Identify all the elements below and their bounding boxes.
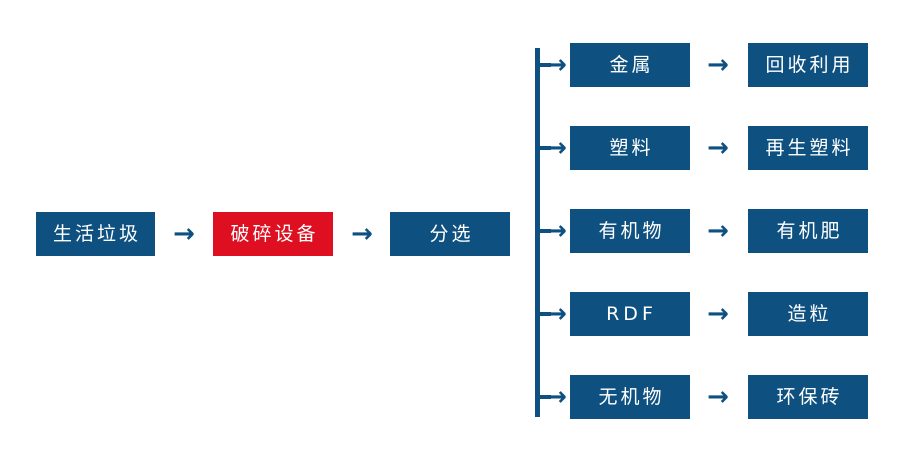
branch-stub [535, 63, 551, 67]
branch-row: → 金属 → 回收利用 [0, 43, 900, 87]
node-plastic[interactable]: 塑料 [570, 126, 690, 170]
node-organic-matter[interactable]: 有机物 [570, 209, 690, 253]
node-metal[interactable]: 金属 [570, 43, 690, 87]
node-eco-brick[interactable]: 环保砖 [748, 375, 868, 419]
arrow-right-icon: → [707, 133, 729, 163]
node-rdf[interactable]: RDF [570, 292, 690, 336]
node-recycling-reuse[interactable]: 回收利用 [748, 43, 868, 87]
branch-row: → RDF → 造粒 [0, 292, 900, 336]
branch-stub [535, 312, 551, 316]
node-crushing-equipment[interactable]: 破碎设备 [213, 212, 333, 256]
arrow-right-icon: → [707, 382, 729, 412]
branch-stub [535, 229, 551, 233]
node-organic-fertilizer[interactable]: 有机肥 [748, 209, 868, 253]
branch-row: → 有机物 → 有机肥 [0, 209, 900, 253]
branch-stub [535, 146, 551, 150]
branch-arrow-right-icon: → [545, 299, 567, 329]
arrow-right-icon: → [707, 299, 729, 329]
arrow-right-icon: → [173, 219, 195, 249]
branch-row: → 无机物 → 环保砖 [0, 375, 900, 419]
branch-row: → 塑料 → 再生塑料 [0, 126, 900, 170]
arrow-right-icon: → [351, 219, 373, 249]
branch-arrow-right-icon: → [545, 216, 567, 246]
node-granulation[interactable]: 造粒 [748, 292, 868, 336]
arrow-right-icon: → [707, 216, 729, 246]
branch-arrow-right-icon: → [545, 50, 567, 80]
node-recycled-plastic[interactable]: 再生塑料 [748, 126, 868, 170]
node-sorting[interactable]: 分选 [390, 212, 510, 256]
branch-arrow-right-icon: → [545, 133, 567, 163]
node-household-waste[interactable]: 生活垃圾 [36, 212, 155, 256]
arrow-right-icon: → [707, 50, 729, 80]
node-inorganic-matter[interactable]: 无机物 [570, 375, 690, 419]
branch-arrow-right-icon: → [545, 382, 567, 412]
branch-stub [535, 395, 551, 399]
